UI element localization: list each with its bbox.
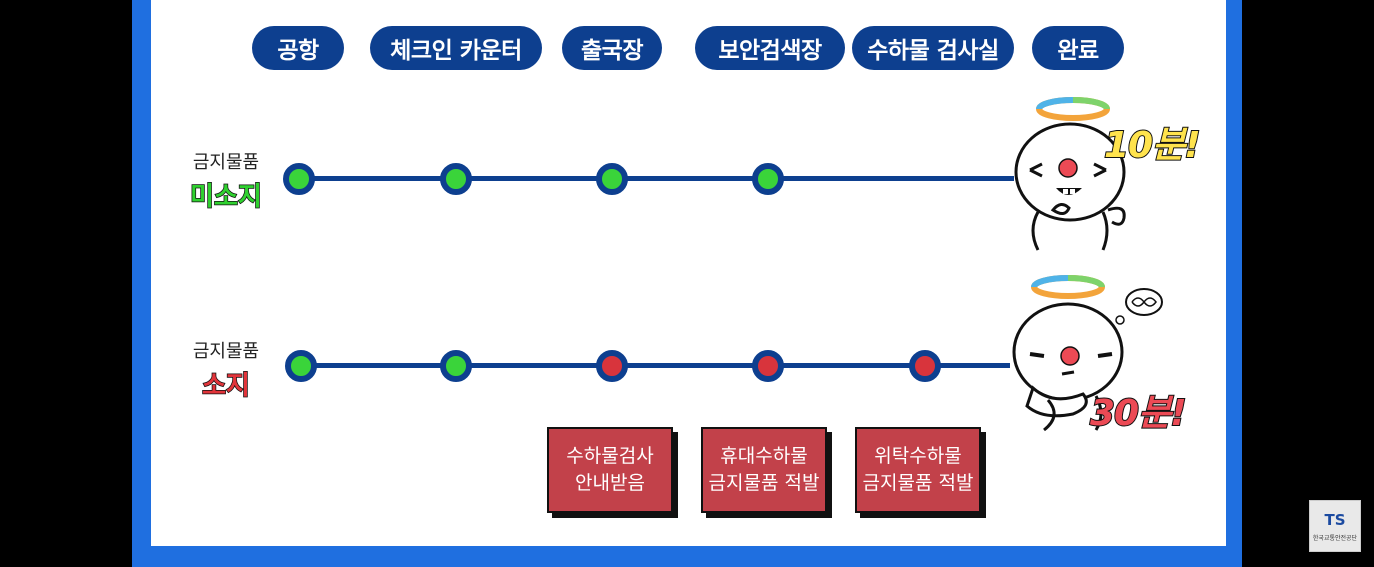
- logo-mark: TS: [1324, 511, 1346, 529]
- annoyed-character-illustration: [1012, 275, 1163, 432]
- row-label-bottom: 소지: [201, 370, 250, 402]
- note-carryon-prohibited-found: 휴대수하물 금지물품 적발: [701, 427, 827, 513]
- step-pill-complete: 완료: [1032, 26, 1124, 70]
- time-badge-fast: 10분!: [1103, 124, 1202, 167]
- ts-logo: TS 한국교통안전공단: [1309, 500, 1361, 552]
- happy-character-illustration: [1014, 97, 1126, 251]
- row-label-bottom: 미소지: [189, 181, 262, 213]
- timeline-node-green: [440, 350, 472, 382]
- timeline-node-red: [909, 350, 941, 382]
- timeline-node-green: [285, 350, 317, 382]
- timeline-line-2: [298, 363, 1010, 368]
- timeline-node-red: [596, 350, 628, 382]
- note-checked-prohibited-found: 위탁수하물 금지물품 적발: [855, 427, 981, 513]
- content-panel: [151, 0, 1226, 546]
- step-pill-baggage-inspection: 수하물 검사실: [852, 26, 1014, 70]
- timeline-line-1: [298, 176, 1014, 181]
- timeline-node-green: [752, 163, 784, 195]
- time-badge-slow: 30분!: [1089, 392, 1188, 435]
- timeline-node-green: [596, 163, 628, 195]
- step-pill-departure-hall: 출국장: [562, 26, 662, 70]
- timeline-node-red: [752, 350, 784, 382]
- logo-subtext: 한국교통안전공단: [1312, 535, 1358, 542]
- row-label-no-prohibited: 금지물품 미소지: [171, 148, 281, 213]
- timeline-node-green: [440, 163, 472, 195]
- step-pill-checkin-counter: 체크인 카운터: [370, 26, 542, 70]
- timeline-node-green: [283, 163, 315, 195]
- step-pill-airport: 공항: [252, 26, 344, 70]
- row-label-top: 금지물품: [192, 341, 260, 362]
- step-pill-security-check: 보안검색장: [695, 26, 845, 70]
- row-label-top: 금지물품: [192, 152, 260, 173]
- note-baggage-guidance: 수하물검사 안내받음: [547, 427, 673, 513]
- row-label-carrying-prohibited: 금지물품 소지: [171, 337, 281, 402]
